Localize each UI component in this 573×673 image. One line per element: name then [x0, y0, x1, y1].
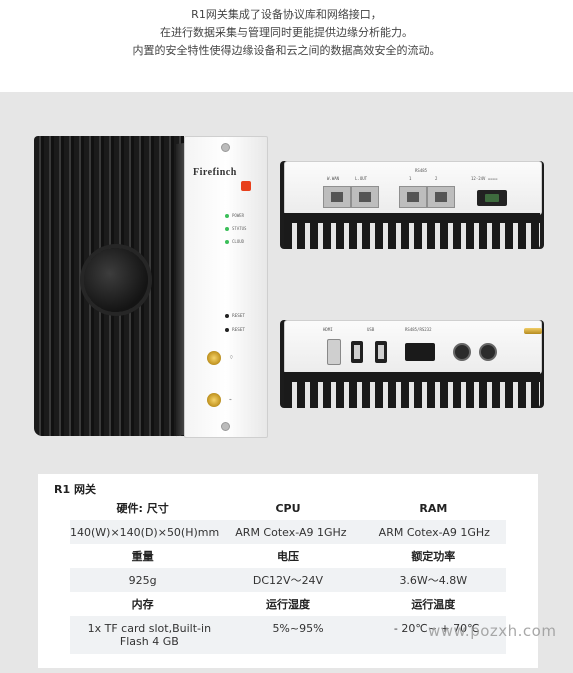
- screw-icon: [221, 422, 230, 431]
- spec-value-row: 140(W)×140(D)×50(H)mm ARM Cotex-A9 1GHz …: [70, 520, 506, 544]
- usb-port-icon: [351, 341, 363, 363]
- intro-line: 内置的安全特性使得边缘设备和云之间的数据高效安全的流动。: [132, 44, 441, 57]
- antenna-connector-icon: [207, 351, 221, 365]
- usb-port-icon: [375, 341, 387, 363]
- antenna-connector-icon: [524, 328, 542, 334]
- serial-port-icon: [405, 343, 435, 361]
- intro-line: 在进行数据采集与管理同时更能提供边缘分析能力。: [160, 26, 413, 39]
- reset-button-label: RESET: [225, 313, 245, 318]
- spec-header-row: 重量 电压 额定功率: [131, 549, 456, 563]
- logo-emblem-icon: [84, 248, 148, 312]
- spec-card: R1 网关 硬件: 尺寸 CPU RAM 140(W)×140(D)×50(H)…: [38, 474, 538, 668]
- led-indicators: POWER STATUS CLOUD: [225, 209, 246, 248]
- led-icon: [225, 213, 229, 218]
- led-icon: [225, 226, 229, 231]
- spec-title: R1 网关: [54, 483, 96, 496]
- wifi-icon: ⌔: [229, 355, 234, 361]
- spec-value-row: 1x TF card slot,Built-in Flash 4 GB 5%~9…: [70, 616, 506, 654]
- heatsink-fins: [284, 372, 540, 408]
- screw-icon: [221, 143, 230, 152]
- gateway-device-top-side: W.WAN L.OUT RS485 1 2 12-24V ====: [280, 161, 544, 249]
- ethernet-port-icon: [351, 186, 379, 208]
- ethernet-port-icon: [323, 186, 351, 208]
- intro-line: R1网关集成了设备协议库和网络接口，: [191, 8, 382, 21]
- spec-value-row: 925g DC12V～24V 3.6W～4.8W: [70, 568, 506, 592]
- front-panel: Firefinch POWER STATUS CLOUD RESET RESET…: [184, 136, 268, 438]
- headphone-jack-icon: [453, 343, 471, 361]
- cellular-icon: ⌁: [229, 397, 233, 403]
- gateway-device-bottom-side: HDMI USB RS485/RS232: [280, 320, 544, 408]
- ethernet-port-icon: [399, 186, 427, 208]
- spec-header-row: 硬件: 尺寸 CPU RAM: [116, 501, 448, 515]
- hdmi-port-icon: [327, 339, 341, 365]
- intro-section: R1网关集成了设备协议库和网络接口， 在进行数据采集与管理同时更能提供边缘分析能…: [0, 0, 573, 92]
- led-icon: [225, 239, 229, 244]
- brand-logo: Firefinch: [193, 167, 237, 178]
- heatsink-fins: [284, 213, 540, 249]
- brand-badge-icon: [241, 181, 251, 191]
- antenna-connector-icon: [207, 393, 221, 407]
- watermark: www.pozxh.com: [428, 622, 557, 640]
- reset-button-label: RESET: [225, 327, 245, 332]
- gateway-device-front: Firefinch POWER STATUS CLOUD RESET RESET…: [34, 136, 268, 438]
- spec-table: 硬件: 尺寸 CPU RAM 140(W)×140(D)×50(H)mm ARM…: [70, 496, 506, 654]
- ethernet-port-icon: [427, 186, 455, 208]
- mic-jack-icon: [479, 343, 497, 361]
- power-connector-icon: [477, 190, 507, 206]
- spec-header-row: 内存 运行湿度 运行温度: [131, 597, 456, 611]
